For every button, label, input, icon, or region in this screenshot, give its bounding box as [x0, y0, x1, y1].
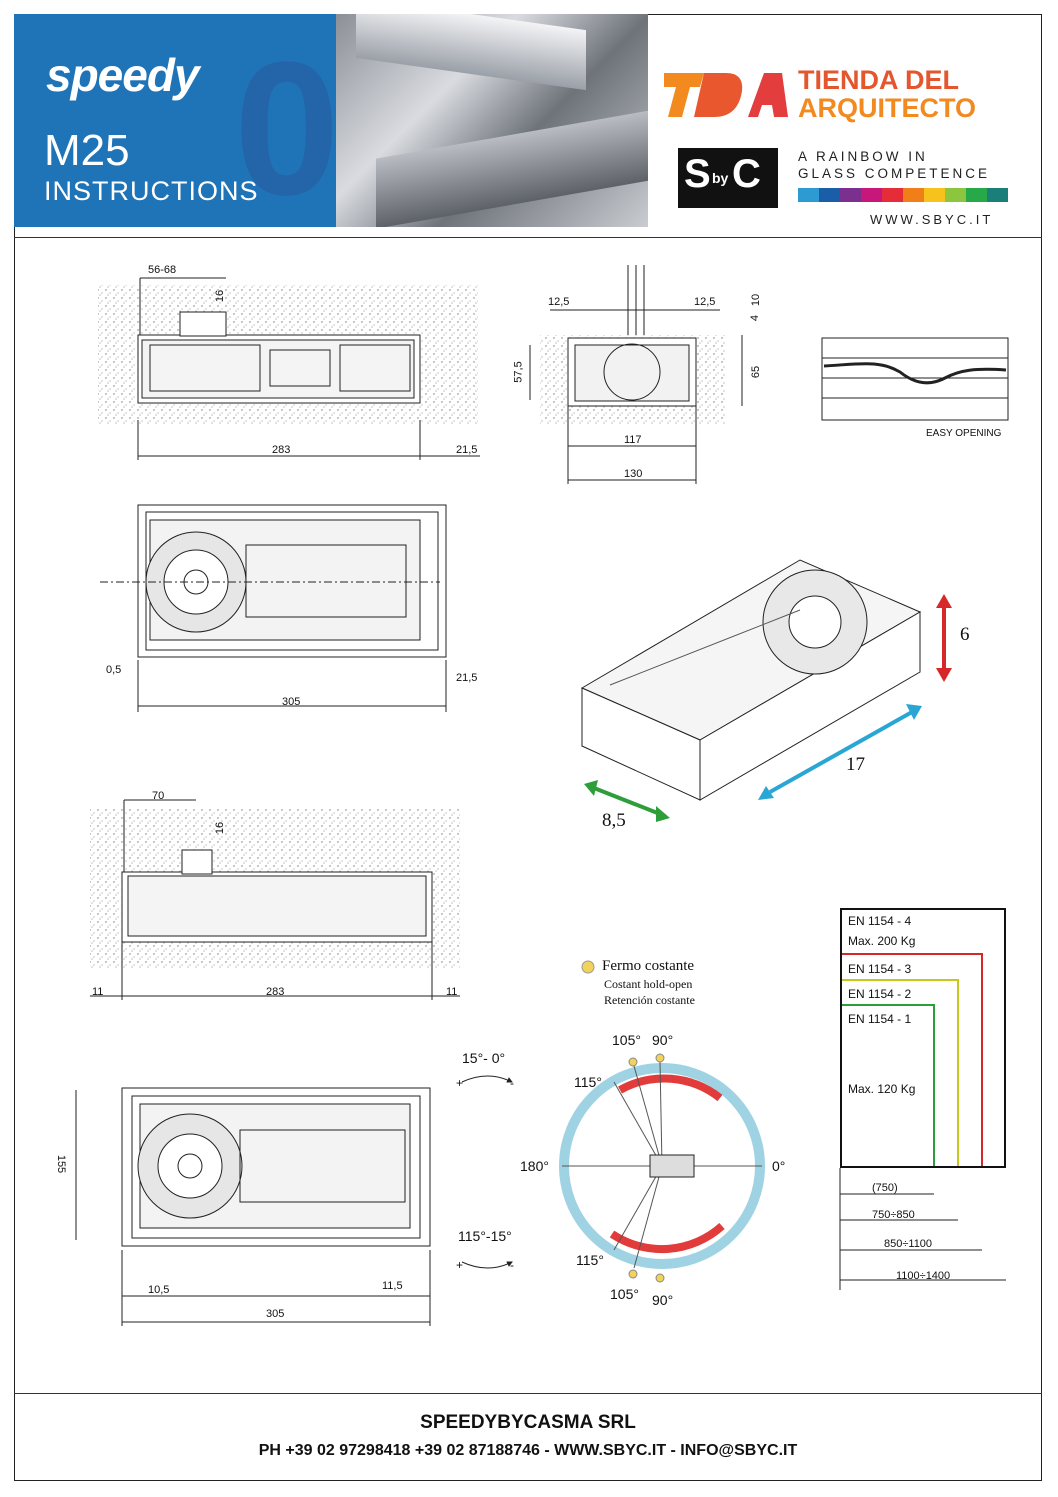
width-850-1100: 850÷1100: [884, 1238, 933, 1250]
tagline-line1: A RAINBOW IN: [798, 149, 928, 164]
dim-16-bottom: 16: [214, 821, 227, 835]
dim-12-5-right: 12,5: [694, 296, 716, 308]
header: 01 speedy M25 INSTRUCTIONS TIENDA DEL AR…: [14, 14, 1042, 238]
dim-70: 70: [152, 790, 165, 802]
rainbow-swatch: [987, 188, 1008, 202]
adjust-bottom-label: 115°-15°: [458, 1228, 512, 1244]
tagline-line2: GLASS COMPETENCE: [798, 166, 991, 181]
dim-65: 65: [750, 365, 763, 379]
iso-dim-8-5: 8,5: [602, 810, 626, 831]
dim-155: 155: [55, 1154, 68, 1174]
angle-105-bottom: 105°: [610, 1286, 639, 1302]
dim-16-top: 16: [214, 289, 227, 303]
dim-57-5: 57,5: [512, 361, 525, 383]
hold-open-icon: [581, 960, 595, 974]
adjust-bottom-plus: +: [456, 1258, 464, 1272]
sbyc-logo-icon: S by C: [678, 148, 778, 208]
width-1100-1400: 1100÷1400: [896, 1270, 951, 1282]
doc-type: INSTRUCTIONS: [44, 176, 259, 206]
angle-90-bottom: 90°: [652, 1292, 674, 1308]
contact-line: PH +39 02 97298418 +39 02 87188746 - WWW…: [258, 1442, 798, 1459]
easy-opening-label: EASY OPENING: [926, 428, 1002, 439]
adjust-top-minus: -: [510, 1076, 514, 1090]
iso-dim-17: 17: [846, 754, 865, 775]
rainbow-swatch: [966, 188, 987, 202]
angle-diagram: [559, 1053, 765, 1283]
rainbow-swatch: [924, 188, 945, 202]
angle-115-top: 115°: [574, 1074, 602, 1090]
dim-11-right: 11: [446, 986, 458, 998]
adjust-top-plus: +: [456, 1076, 464, 1090]
dim-21-5-plan: 21,5: [456, 672, 478, 684]
rainbow-swatch: [903, 188, 924, 202]
header-website: WWW.SBYC.IT: [870, 212, 994, 227]
angle-115-bottom: 115°: [576, 1252, 604, 1268]
max-200kg: Max. 200 Kg: [848, 934, 916, 948]
rainbow-swatch: [840, 188, 861, 202]
dim-117: 117: [624, 434, 642, 446]
dim-21-5-top: 21,5: [456, 444, 478, 456]
company-name: SPEEDYBYCASMA SRL: [420, 1412, 636, 1433]
dim-305-bottom: 305: [266, 1308, 285, 1320]
side-view-top: [98, 277, 480, 460]
dim-56-68: 56-68: [148, 264, 177, 276]
en-1154-1: EN 1154 - 1: [848, 1012, 912, 1026]
dim-12-5-left: 12,5: [548, 296, 570, 308]
sbyc-tagline: A RAINBOW IN GLASS COMPETENCE: [798, 148, 990, 182]
angle-180: 180°: [520, 1158, 549, 1174]
dim-11-left: 11: [92, 986, 104, 998]
side-view-bottom: [90, 799, 460, 1000]
dim-10-5: 10,5: [148, 1284, 170, 1296]
dim-0-5: 0,5: [106, 664, 122, 676]
width-750: (750): [872, 1182, 898, 1194]
en-classification-table: [840, 908, 1006, 1168]
rainbow-swatch: [882, 188, 903, 202]
angle-0: 0°: [772, 1158, 786, 1174]
angle-90-top: 90°: [652, 1032, 674, 1048]
en-1154-4: EN 1154 - 4: [848, 914, 912, 928]
easy-opening-graph: [821, 337, 1009, 421]
rainbow-strip: [798, 188, 1008, 202]
adjust-top-label: 15°- 0°: [462, 1050, 506, 1066]
rainbow-swatch: [819, 188, 840, 202]
dim-4: 4: [749, 314, 762, 322]
plan-view-top: [100, 504, 447, 712]
plan-view-bottom: [75, 1075, 513, 1326]
dim-283-bottom: 283: [266, 986, 285, 998]
header-blue-panel: 01 speedy M25 INSTRUCTIONS: [14, 14, 437, 227]
brand-logo: speedy: [46, 49, 200, 101]
isometric-view: [580, 559, 922, 801]
adjust-bottom-minus: -: [510, 1258, 514, 1272]
model-name: M25: [44, 126, 130, 175]
rainbow-swatch: [798, 188, 819, 202]
tda-logo-icon: [664, 73, 788, 117]
dim-305-top: 305: [282, 696, 301, 708]
angle-105-top: 105°: [612, 1032, 641, 1048]
max-120kg: Max. 120 Kg: [848, 1082, 916, 1096]
tda-line2: ARQUITECTO: [798, 93, 977, 123]
iso-arrows: [584, 594, 952, 822]
dim-10: 10: [750, 293, 763, 307]
rainbow-swatch: [945, 188, 966, 202]
hold-open-title: Fermo costante: [602, 958, 695, 974]
tda-line1: TIENDA DEL: [798, 65, 959, 95]
tda-name: TIENDA DEL ARQUITECTO: [798, 66, 976, 122]
dim-11-5: 11,5: [382, 1280, 403, 1292]
en-table-lines: [839, 953, 1006, 1290]
en-1154-3: EN 1154 - 3: [848, 962, 912, 976]
rainbow-swatch: [861, 188, 882, 202]
width-750-850: 750÷850: [872, 1209, 915, 1221]
dim-130: 130: [624, 468, 643, 480]
iso-dim-6: 6: [960, 624, 970, 645]
hold-open-en: Costant hold-open: [604, 977, 693, 991]
hold-open-es: Retención costante: [604, 993, 695, 1007]
en-1154-2: EN 1154 - 2: [848, 987, 912, 1001]
product-photo: [336, 14, 648, 227]
footer: SPEEDYBYCASMA SRL PH +39 02 97298418 +39…: [14, 1393, 1042, 1481]
dim-283-top: 283: [272, 444, 291, 456]
end-view: [529, 265, 743, 484]
